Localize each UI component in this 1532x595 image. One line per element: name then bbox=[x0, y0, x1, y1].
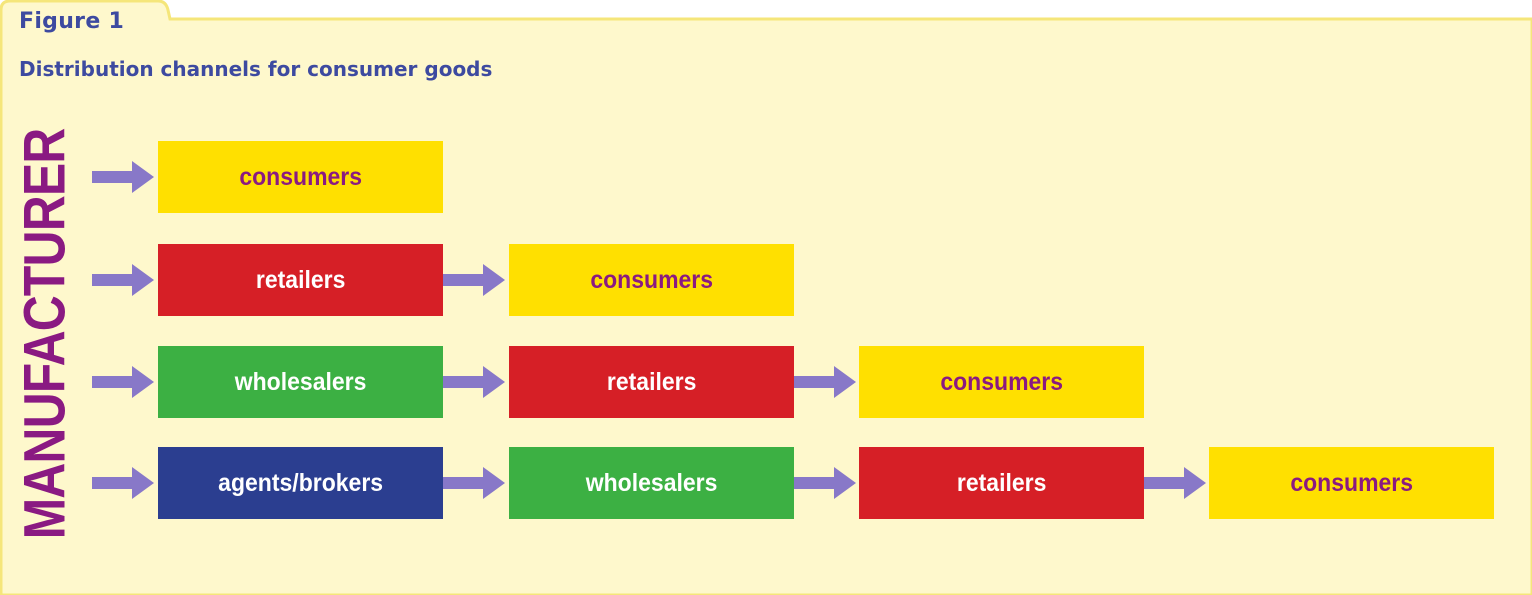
figure-title: Distribution channels for consumer goods bbox=[19, 57, 493, 81]
channel-step-retailers: retailers bbox=[158, 244, 443, 316]
channel-step-label: consumers bbox=[239, 162, 362, 191]
arrow-between-steps bbox=[443, 260, 509, 300]
channel-step-label: consumers bbox=[590, 265, 713, 294]
channel-step-label: retailers bbox=[255, 265, 346, 294]
arrow-between-steps bbox=[1144, 463, 1210, 503]
channel-step-retailers: retailers bbox=[859, 447, 1144, 519]
arrow-from-manufacturer bbox=[92, 362, 158, 402]
channel-step-agents-brokers: agents/brokers bbox=[158, 447, 443, 519]
channel-step-consumers: consumers bbox=[158, 141, 443, 213]
arrow-between-steps bbox=[794, 463, 860, 503]
channel-step-label: retailers bbox=[956, 468, 1047, 497]
arrow-from-manufacturer bbox=[92, 463, 158, 503]
channel-step-label: consumers bbox=[1290, 468, 1413, 497]
arrow-from-manufacturer bbox=[92, 260, 158, 300]
channel-step-wholesalers: wholesalers bbox=[509, 447, 794, 519]
channel-step-retailers: retailers bbox=[509, 346, 794, 418]
arrow-between-steps bbox=[443, 362, 509, 402]
manufacturer-text: MANUFACTURER bbox=[12, 128, 78, 540]
manufacturer-label: MANUFACTURER bbox=[13, 129, 78, 540]
channel-step-label: wholesalers bbox=[585, 468, 718, 497]
channel-step-consumers: consumers bbox=[509, 244, 794, 316]
figure-label: Figure 1 bbox=[19, 9, 125, 34]
channel-step-label: agents/brokers bbox=[218, 468, 383, 497]
channel-step-label: consumers bbox=[940, 367, 1063, 396]
arrow-from-manufacturer bbox=[92, 157, 158, 197]
channel-step-label: wholesalers bbox=[234, 367, 367, 396]
arrow-between-steps bbox=[794, 362, 860, 402]
channel-step-consumers: consumers bbox=[1209, 447, 1494, 519]
channel-step-label: retailers bbox=[606, 367, 697, 396]
channel-step-wholesalers: wholesalers bbox=[158, 346, 443, 418]
arrow-between-steps bbox=[443, 463, 509, 503]
channel-step-consumers: consumers bbox=[859, 346, 1144, 418]
